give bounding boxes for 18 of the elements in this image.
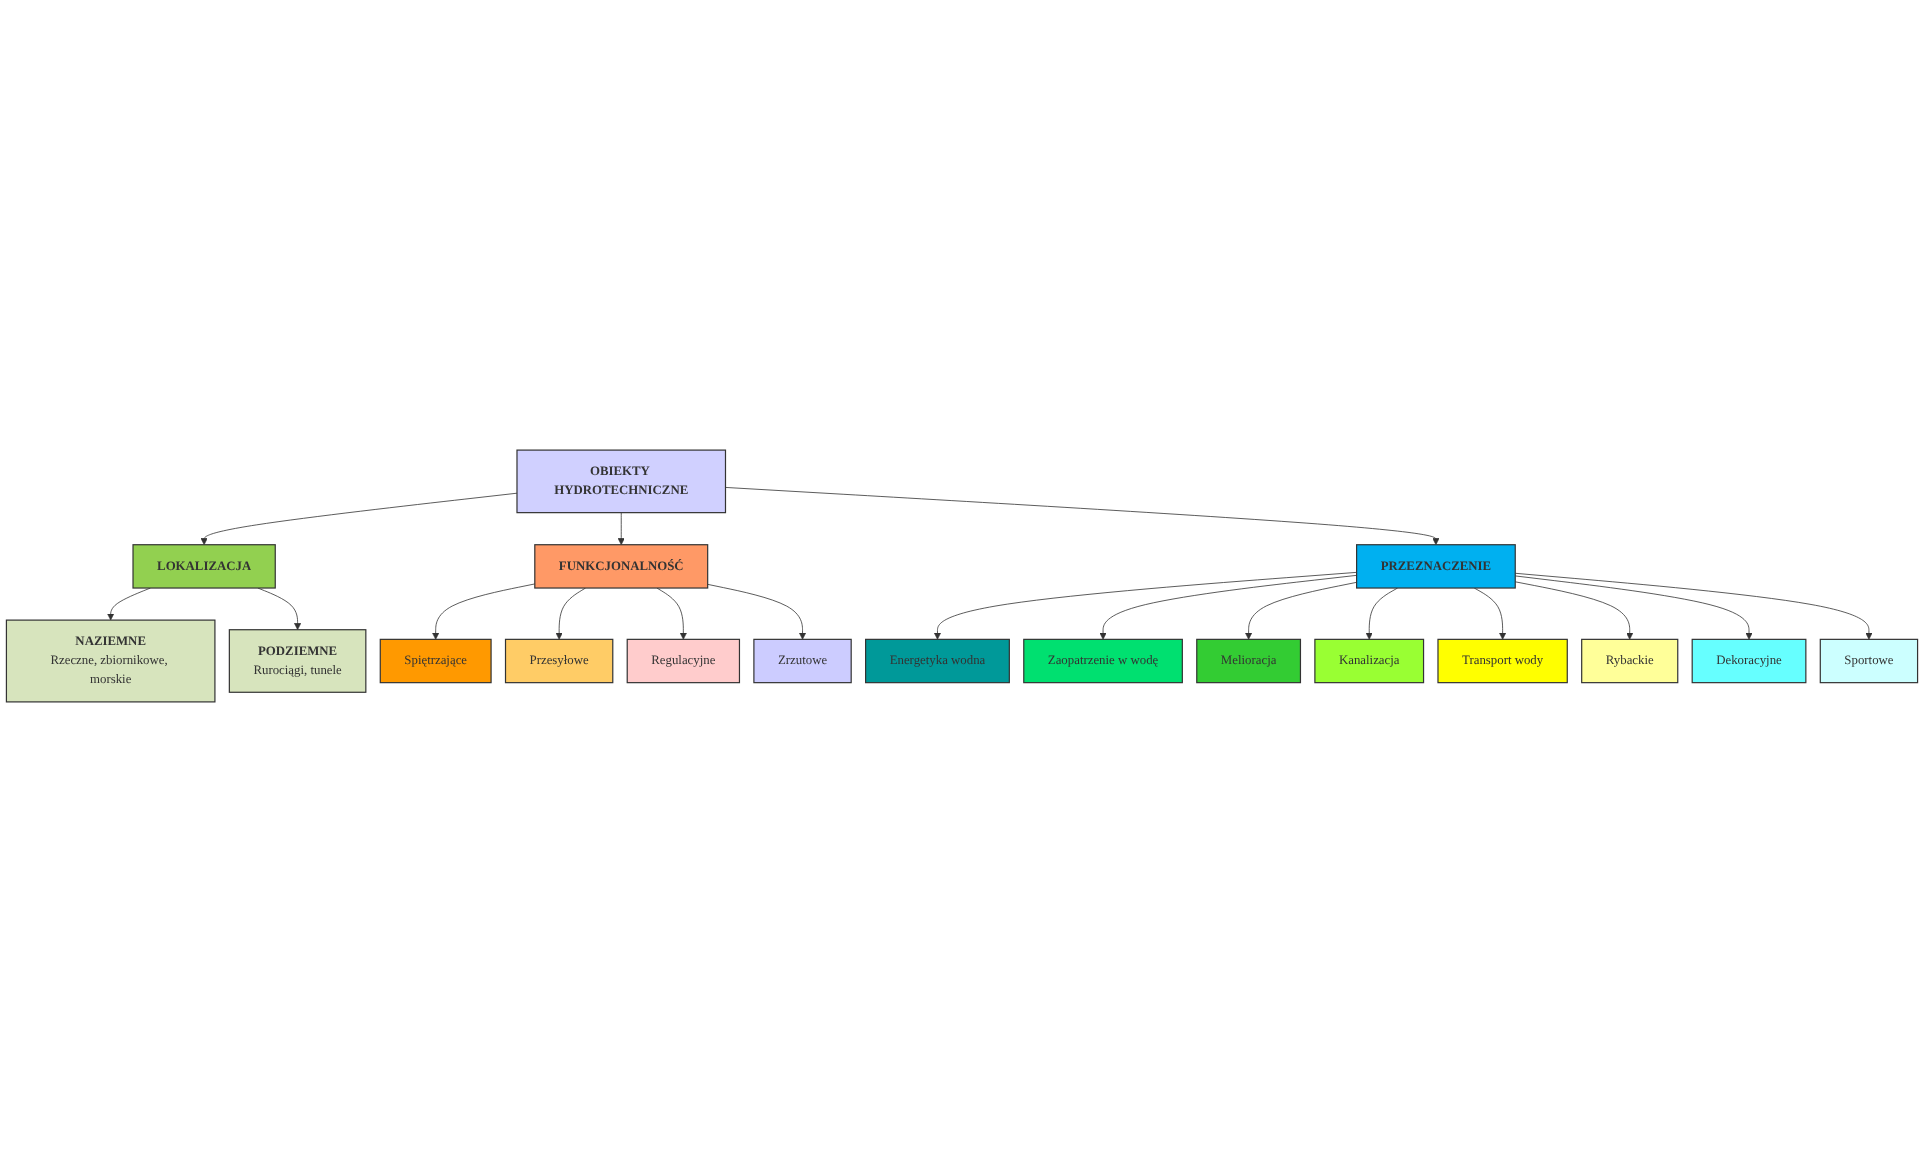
- node-box: [626, 638, 741, 684]
- node-box: [228, 629, 367, 693]
- node-box: [132, 544, 276, 589]
- node-box: [1691, 638, 1807, 684]
- node-box: [534, 544, 709, 589]
- node-box: [865, 638, 1010, 684]
- node-box: [504, 638, 614, 684]
- node-box: [1314, 638, 1425, 684]
- node-box: [516, 449, 727, 514]
- node-box: [5, 619, 216, 703]
- node-box: [1356, 544, 1516, 589]
- node-box: [1023, 638, 1183, 684]
- node-box: [753, 638, 852, 684]
- node-box: [1581, 638, 1679, 684]
- node-box: [1819, 638, 1919, 684]
- node-box: [1437, 638, 1568, 684]
- node-box: [1196, 638, 1302, 684]
- node-box: [379, 638, 492, 684]
